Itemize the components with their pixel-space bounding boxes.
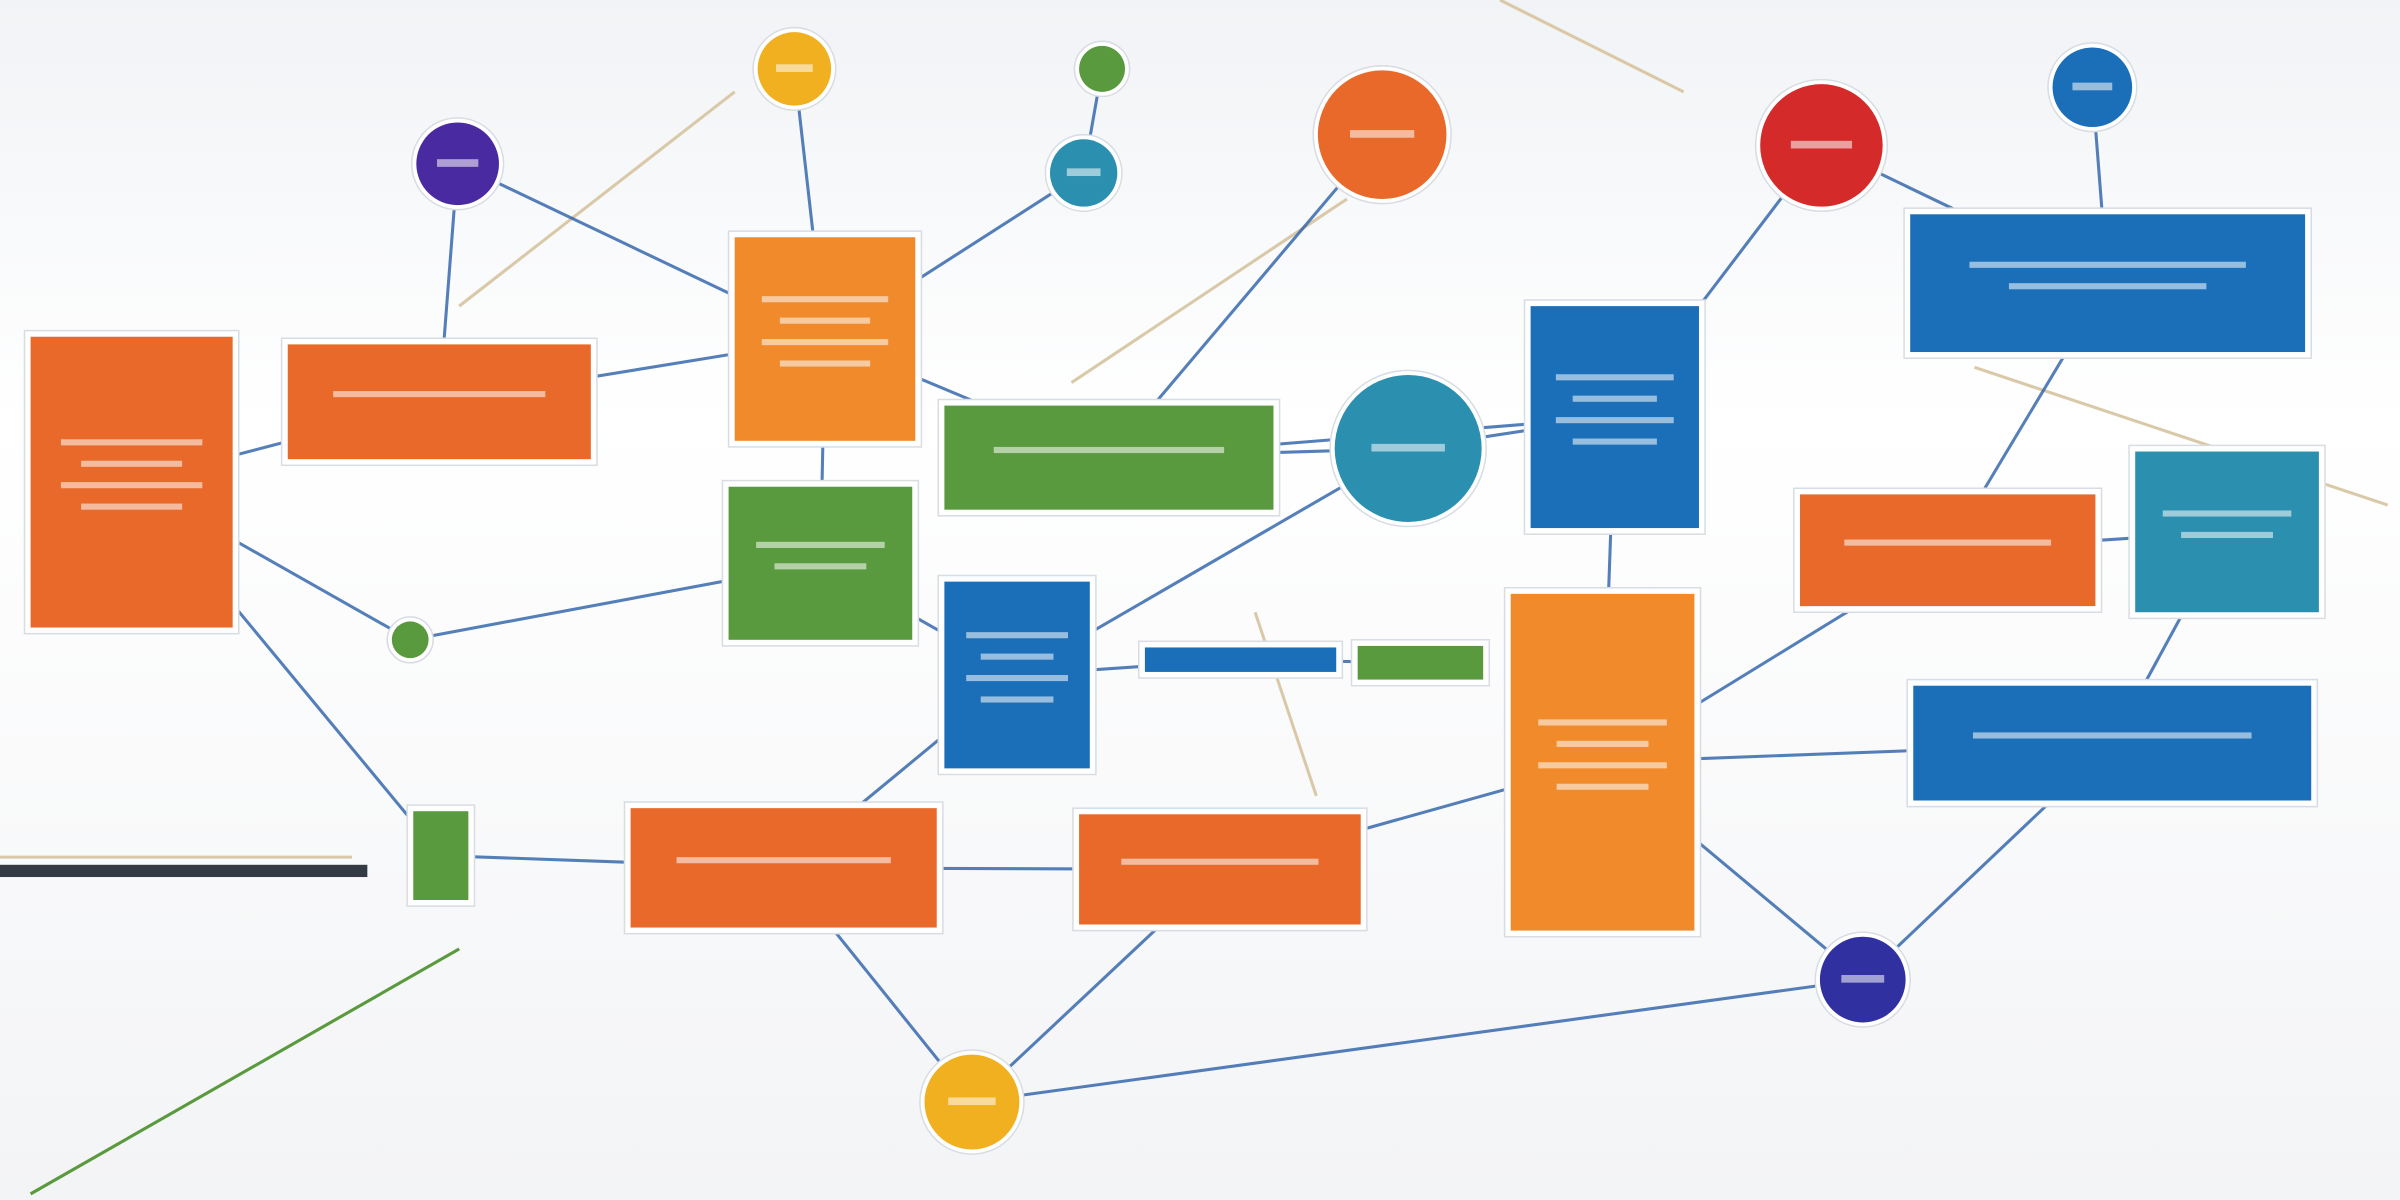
label-placeholder: [774, 563, 867, 570]
label-placeholder: [81, 503, 183, 510]
box-node[interactable]: [1906, 678, 2319, 808]
nodes: [23, 26, 2326, 1155]
label-placeholder: [1572, 438, 1657, 445]
label-placeholder: [776, 64, 813, 72]
circle-node[interactable]: [1073, 40, 1131, 98]
box-node[interactable]: [1903, 207, 2312, 359]
connector-line: [971, 978, 1863, 1104]
label-placeholder: [779, 317, 871, 324]
label-placeholder: [1555, 417, 1674, 424]
label-placeholder: [948, 1097, 996, 1106]
box-node[interactable]: [2128, 444, 2326, 620]
label-placeholder: [1972, 732, 2252, 739]
box-node[interactable]: [1072, 807, 1368, 932]
box-node[interactable]: [23, 329, 240, 635]
box-node[interactable]: [1503, 586, 1702, 938]
label-placeholder: [1572, 395, 1657, 402]
box-node[interactable]: [1523, 299, 1706, 535]
dark-bar: [0, 864, 368, 878]
circle-node[interactable]: [2047, 42, 2138, 133]
circle-node[interactable]: [919, 1049, 1025, 1155]
label-placeholder: [1555, 374, 1674, 381]
label-placeholder: [60, 439, 203, 446]
box-node[interactable]: [937, 574, 1097, 776]
box-node[interactable]: [1793, 487, 2103, 614]
label-placeholder: [1844, 539, 2052, 546]
connector-line: [29, 947, 460, 1196]
box-node[interactable]: [937, 398, 1281, 517]
label-placeholder: [980, 696, 1054, 703]
label-placeholder: [1841, 975, 1885, 983]
circle-node[interactable]: [1312, 65, 1452, 205]
background-line: [458, 90, 736, 308]
label-placeholder: [1121, 858, 1319, 865]
box-node[interactable]: [1350, 639, 1491, 687]
box-node[interactable]: [727, 230, 923, 448]
box-node[interactable]: [721, 479, 920, 647]
label-placeholder: [333, 391, 546, 398]
circle-node[interactable]: [752, 26, 837, 111]
label-placeholder: [1556, 740, 1649, 747]
circle-node[interactable]: [1754, 78, 1889, 212]
label-placeholder: [81, 460, 183, 467]
label-placeholder: [1350, 130, 1415, 138]
label-placeholder: [1556, 783, 1649, 790]
box-node[interactable]: [406, 804, 476, 907]
label-placeholder: [2008, 283, 2207, 290]
circle-node[interactable]: [1814, 931, 1911, 1028]
label-placeholder: [761, 339, 889, 346]
label-placeholder: [676, 857, 891, 864]
label-placeholder: [1066, 168, 1101, 177]
label-placeholder: [1969, 261, 2246, 268]
box-node[interactable]: [623, 801, 944, 935]
label-placeholder: [980, 653, 1054, 660]
label-placeholder: [2162, 510, 2292, 517]
label-placeholder: [779, 360, 871, 367]
label-placeholder: [1790, 140, 1853, 149]
label-placeholder: [436, 159, 479, 167]
box-node[interactable]: [1138, 640, 1344, 679]
circle-node[interactable]: [1044, 133, 1123, 212]
circle-node[interactable]: [410, 117, 505, 211]
label-placeholder: [993, 446, 1225, 454]
box-node[interactable]: [280, 337, 598, 467]
label-placeholder: [966, 675, 1068, 682]
circle-node[interactable]: [1329, 369, 1487, 528]
background-line: [1499, 0, 1685, 94]
label-placeholder: [761, 296, 889, 303]
label-placeholder: [60, 482, 203, 489]
label-placeholder: [2181, 531, 2273, 539]
label-placeholder: [1371, 443, 1445, 452]
label-placeholder: [1538, 719, 1667, 726]
label-placeholder: [756, 541, 885, 548]
label-placeholder: [2072, 82, 2113, 91]
background-line: [1253, 611, 1318, 797]
label-placeholder: [966, 632, 1068, 639]
circle-node[interactable]: [386, 616, 434, 664]
label-placeholder: [1538, 762, 1667, 769]
